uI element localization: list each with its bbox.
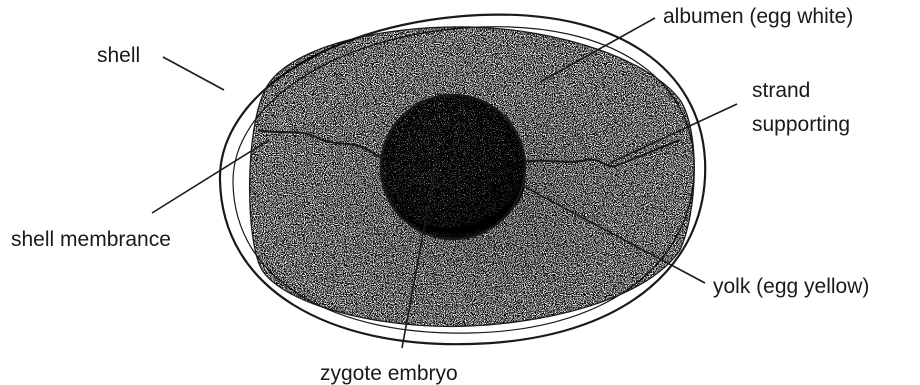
label-shell: shell [97, 44, 140, 67]
label-strand-line1: strand [752, 79, 810, 102]
label-shell-membrane: shell membrance [11, 228, 171, 251]
label-yolk: yolk (egg yellow) [713, 275, 869, 298]
label-albumen: albumen (egg white) [663, 5, 853, 28]
label-strand-line2: supporting [752, 113, 850, 136]
leader-shell [163, 57, 224, 90]
label-zygote: zygote embryo [320, 362, 458, 385]
yolk [381, 95, 525, 239]
